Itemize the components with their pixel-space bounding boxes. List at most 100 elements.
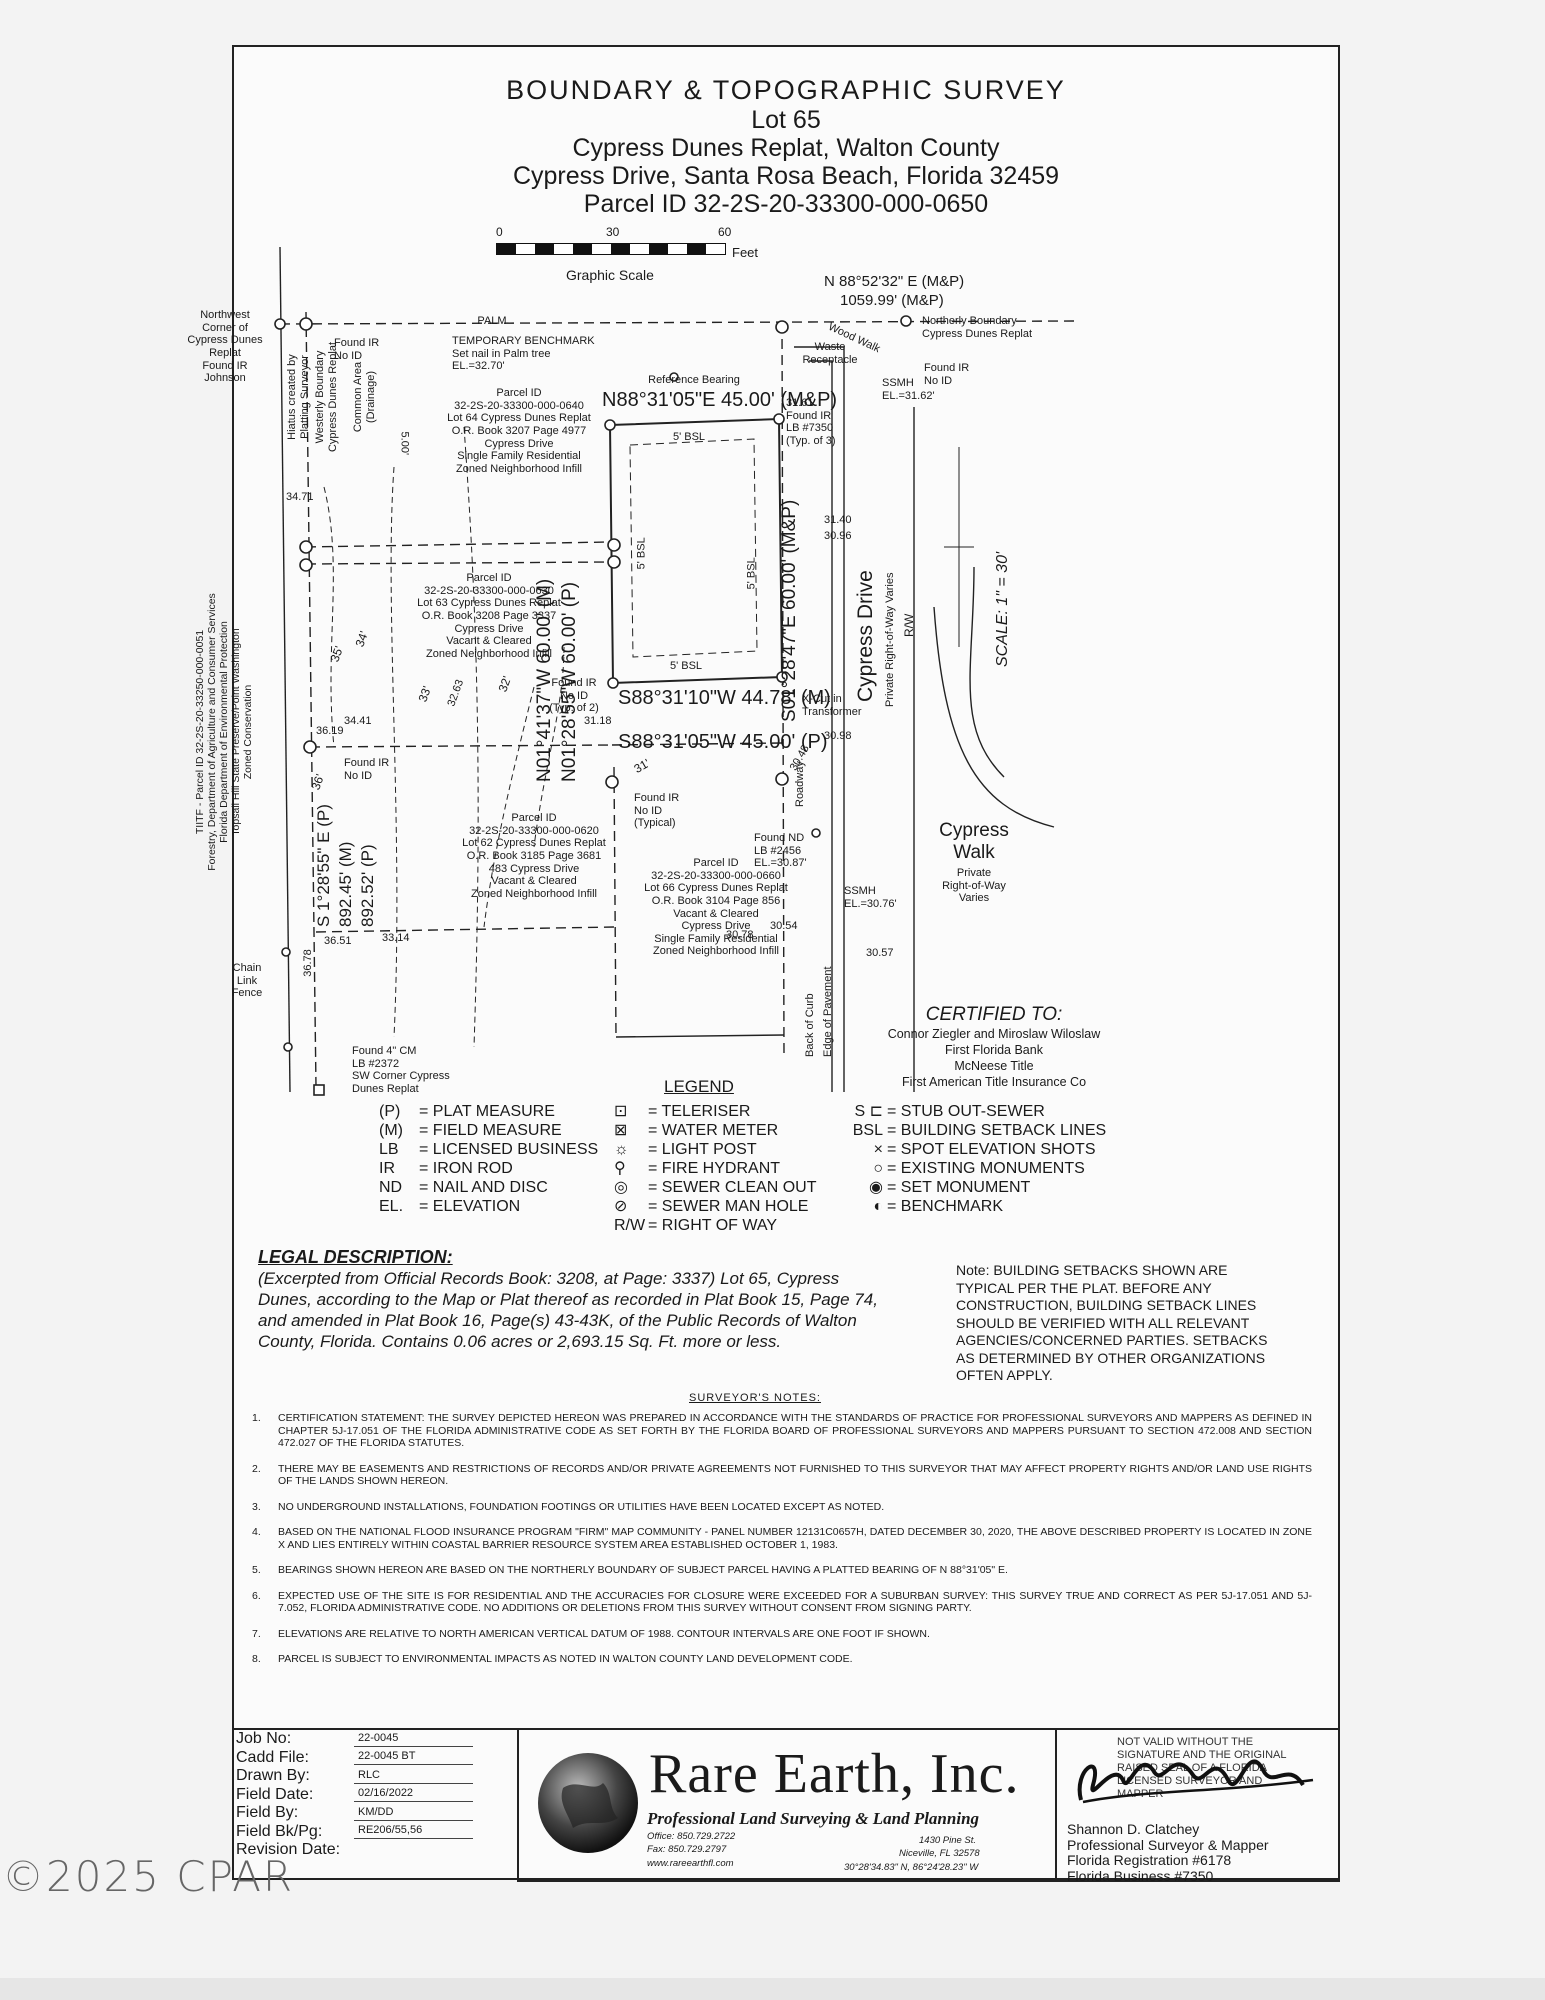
spot-elev: 34.71 <box>286 491 314 503</box>
surveyor-note: 3.NO UNDERGROUND INSTALLATIONS, FOUNDATI… <box>252 1500 885 1513</box>
parcel-id: Parcel ID 32-2S-20-33300-000-0650 <box>583 190 989 219</box>
sewer-man-hole-icon: ⊘ <box>614 1198 628 1215</box>
legend-item: ⊠= WATER METER <box>614 1122 779 1139</box>
lot-south-bearing-m: S88°31'10"W 44.78' (M) <box>618 687 831 709</box>
cypress-drive-sub-label: Private Right-of-Way Varies <box>884 572 896 707</box>
job-row: Field Bk/Pg:RE206/55,56 <box>232 1823 517 1842</box>
drawing-scale-label: SCALE: 1" = 30' <box>994 551 1011 667</box>
spot-elev: 30.96 <box>824 530 852 542</box>
legend-col-3: S ⊏= STUB OUT-SEWER BSL= BUILDING SETBAC… <box>839 1102 1106 1216</box>
bsl-top-label: 5' BSL <box>672 431 706 443</box>
spot-elev: 31.40 <box>824 514 852 526</box>
firm-name: Rare Earth, Inc. <box>649 1743 1020 1805</box>
setback-note: Note: BUILDING SETBACKS SHOWN ARE TYPICA… <box>956 1262 1268 1383</box>
cypress-drive-label: Cypress Drive <box>854 570 877 702</box>
found-ir-typ2-label: Found IR No ID (Typ. of 2) <box>549 677 599 715</box>
spot-elev: 36.19 <box>316 725 344 737</box>
firm-office: Office: 850.729.2722 <box>647 1831 736 1842</box>
five-ft-label: 5.00' <box>398 431 411 456</box>
scale-label: Graphic Scale <box>566 267 654 283</box>
legal-description: LEGAL DESCRIPTION: (Excerpted from Offic… <box>258 1247 878 1352</box>
ssmh-bottom-label: SSMH EL.=30.76' <box>844 885 897 910</box>
legend-item: IR= IRON ROD <box>379 1160 513 1177</box>
stub-out-sewer-icon: S ⊏ <box>854 1103 883 1120</box>
surveyor-notes-title: SURVEYOR'S NOTES: <box>689 1392 821 1404</box>
spot-elev: 34.41 <box>344 715 372 727</box>
west-boundary-m: 892.45' (M) <box>336 841 355 927</box>
legend-col-1: (P)= PLAT MEASURE (M)= FIELD MEASURE LB=… <box>379 1102 598 1216</box>
lot-north-bearing: N88°31'05"E 45.00' (M&P) <box>602 389 838 411</box>
legend-item: LB= LICENSED BUSINESS <box>379 1141 599 1158</box>
globe-logo-icon <box>538 1753 638 1853</box>
legend-item: S ⊏= STUB OUT-SEWER <box>839 1102 1106 1121</box>
certified-to-title: CERTIFIED TO: <box>925 1004 1063 1025</box>
parcel-0620-label: Parcel ID 32-2S-20-33300-000-0620 Lot 62… <box>462 812 606 900</box>
spot-elev: 36.51 <box>324 935 352 947</box>
spot-elevation-icon: × <box>873 1141 883 1158</box>
cypress-walk-label: Cypress Walk <box>939 820 1009 863</box>
chain-link-fence-label: Chain Link Fence <box>231 962 263 1000</box>
legend-item: ○= EXISTING MONUMENTS <box>839 1159 1106 1178</box>
surveyor-info: Shannon D. Clatchey Professional Surveyo… <box>1067 1821 1269 1884</box>
northerly-boundary-label: Northerly Boundary Cypress Dunes Replat <box>922 315 1033 340</box>
title-block: BOUNDARY & TOPOGRAPHIC SURVEY Lot 65 Cyp… <box>234 75 1338 219</box>
subdivision: Cypress Dunes Replat, Walton County <box>572 133 1000 162</box>
firm-web: www.rareearthfl.com <box>647 1858 734 1869</box>
job-row: Cadd File:22-0045 BT <box>232 1749 517 1768</box>
signature-graphic <box>1077 1759 1314 1804</box>
legend-item: (M)= FIELD MEASURE <box>379 1122 562 1139</box>
legend-title: LEGEND <box>664 1077 734 1096</box>
scale-tick-0: 0 <box>496 225 503 239</box>
spot-elev: 30.78 <box>726 929 754 941</box>
legend-item: BSL= BUILDING SETBACK LINES <box>852 1122 1107 1139</box>
cypress-walk-sub-label: Private Right-of-Way Varies <box>942 867 1006 905</box>
surveyor-note: 5.BEARINGS SHOWN HEREON ARE BASED ON THE… <box>252 1564 1008 1576</box>
rw-label: R/W <box>902 613 916 637</box>
legend-item: (P)= PLAT MEASURE <box>379 1103 555 1120</box>
certified-party: McNeese Title <box>954 1059 1034 1073</box>
surveyor-name: Shannon D. Clatchey <box>1067 1821 1200 1837</box>
spot-elev: 36.78 <box>301 949 314 977</box>
survey-plan <box>274 246 1075 1096</box>
north-boundary-distance: 1059.99' (M&P) <box>840 292 944 309</box>
scale-tick-60: 60 <box>718 225 732 239</box>
surveyor-note: 7.ELEVATIONS ARE RELATIVE TO NORTH AMERI… <box>252 1627 930 1640</box>
job-row: Revision Date: <box>236 1841 341 1859</box>
spot-elev: 30.54 <box>770 920 798 932</box>
found-ir-left-label: Found IR No ID <box>344 757 390 782</box>
lot-number: Lot 65 <box>751 105 821 134</box>
spot-elev: 30.98 <box>824 730 852 742</box>
legend-item: ×= SPOT ELEVATION SHOTS <box>839 1140 1106 1159</box>
ssmh-top-label: SSMH EL.=31.62' <box>882 377 935 402</box>
waste-receptacle-label: Waste Receptacle <box>802 341 858 366</box>
copyright-watermark: ©2025 CPAR <box>2 1852 295 1901</box>
job-info-table: Job No:22-0045 Cadd File:22-0045 BT Draw… <box>232 1728 517 1860</box>
parcel-0640-label: Parcel ID 32-2S-20-33300-000-0640 Lot 64… <box>447 387 591 475</box>
bottom-strip <box>0 1978 1545 2000</box>
surveyor-note: 1.CERTIFICATION STATEMENT: THE SURVEY DE… <box>252 1412 1312 1449</box>
legend-item: ☼= LIGHT POST <box>614 1141 757 1158</box>
legend-item: ◉= SET MONUMENT <box>839 1178 1106 1197</box>
legal-description-title: LEGAL DESCRIPTION: <box>258 1247 453 1267</box>
found-ir-typical-label: Found IR No ID (Typical) <box>634 792 680 830</box>
firm-block: Rare Earth, Inc. Professional Land Surve… <box>517 1728 1057 1882</box>
signature-block: NOT VALID WITHOUT THE SIGNATURE AND THE … <box>1057 1728 1340 1884</box>
legend-item: ⚲= FIRE HYDRANT <box>614 1160 781 1177</box>
lot-south-bearing-p: S88°31'05"W 45.00' (P) <box>618 731 828 753</box>
certified-party: Connor Ziegler and Miroslaw Wiloslaw <box>887 1027 1101 1041</box>
scale-tick-30: 30 <box>606 225 620 239</box>
graphic-scale: 0 30 60 Feet Graphic Scale <box>496 225 758 297</box>
set-monument-icon: ◉ <box>869 1179 883 1196</box>
bsl-right-label: 5' BSL <box>745 557 758 590</box>
parcel-0630-label: Parcel ID 32-2S-20-33300-000-0630 Lot 63… <box>417 572 561 660</box>
legend-col-2: ⊡= TELERISER ⊠= WATER METER ☼= LIGHT POS… <box>614 1102 816 1235</box>
spot-elev: 31.18 <box>584 715 612 727</box>
north-boundary-bearing: N 88°52'32" E (M&P) <box>824 273 965 290</box>
water-meter-icon: ⊠ <box>614 1122 628 1139</box>
legend-item: ◐= BENCHMARK <box>839 1197 1106 1216</box>
job-row: Field By:KM/DD <box>232 1804 517 1823</box>
found-ir-top-label: Found IR No ID <box>334 337 380 362</box>
found-cm-label: Found 4" CM LB #2372 SW Corner Cypress D… <box>352 1045 450 1095</box>
legend-item: ⊡= TELERISER <box>614 1103 751 1120</box>
temp-benchmark-label: TEMPORARY BENCHMARK Set nail in Palm tre… <box>452 335 595 373</box>
